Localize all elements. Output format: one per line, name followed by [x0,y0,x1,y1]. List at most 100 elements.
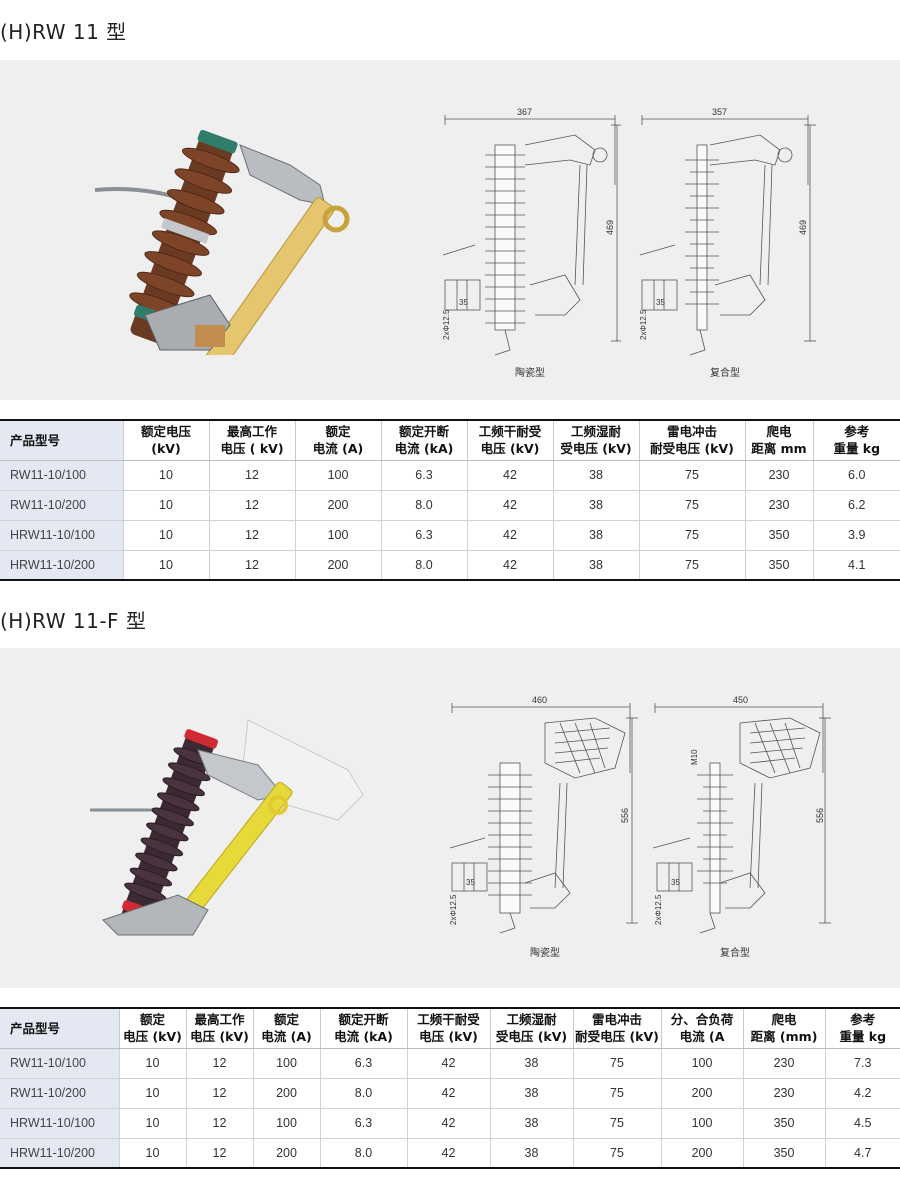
table-cell: 42 [407,1138,491,1168]
table-cell: 350 [743,1108,826,1139]
section2-right-spacing-dim: 35 [671,878,680,887]
table-cell: 42 [407,1108,491,1139]
table-cell: 200 [661,1138,744,1168]
section1-right-hole-dim: 2xΦ12.5 [639,309,648,340]
table-header-cell: 爬电距离 (mm) [743,1008,826,1049]
table-header-cell: 工频湿耐受电压 (kV) [553,420,640,461]
table-cell: 42 [467,520,554,551]
table-header-cell: 最高工作电压 (kV) [186,1008,254,1049]
table-cell: 200 [661,1078,744,1109]
table-cell: 12 [186,1138,254,1168]
table-cell-model: RW11-10/100 [0,460,124,491]
table-cell: 230 [745,460,814,491]
section1-left-spacing-dim: 35 [459,298,468,307]
table-header-cell: 额定电流 (A) [253,1008,321,1049]
table-cell: 6.3 [381,520,468,551]
table-row: HRW11-10/100 10 12 100 6.3 42 38 75 350 … [0,520,900,551]
section2-right-hole-dim: 2xΦ12.5 [654,894,663,925]
table-header-cell: 产品型号 [0,420,124,461]
table-cell: 100 [253,1108,321,1139]
table-cell-model: HRW11-10/200 [0,550,124,580]
table-cell: 10 [123,490,210,521]
table-cell: 3.9 [813,520,900,551]
table-cell: 8.0 [320,1138,408,1168]
table-cell: 8.0 [381,490,468,521]
table-header-cell: 雷电冲击耐受电压 (kV) [639,420,746,461]
section2-left-spacing-dim: 35 [466,878,475,887]
table-cell: 200 [295,490,382,521]
table-cell: 42 [407,1048,491,1079]
table-cell: 4.5 [825,1108,900,1139]
section2-left-height-dim: 556 [620,808,630,823]
section2-spec-table: 产品型号 额定电压 (kV) 最高工作电压 (kV) 额定电流 (A) 额定开断… [0,1007,900,1169]
table-cell: 8.0 [320,1078,408,1109]
table-cell: 75 [639,550,746,580]
table-cell: 100 [661,1108,744,1139]
section1-left-hole-dim: 2xΦ12.5 [442,309,451,340]
table-cell: 38 [490,1048,574,1079]
table-row: RW11-10/200 10 12 200 8.0 42 38 75 200 2… [0,1078,900,1109]
section1-left-caption: 陶瓷型 [515,368,545,379]
section1-spec-table: 产品型号 额定电压(kV) 最高工作电压 ( kV) 额定电流 (A) 额定开断… [0,419,900,581]
table-cell: 42 [467,490,554,521]
section1-left-height-dim: 469 [605,220,615,235]
table-cell: 200 [253,1078,321,1109]
table-cell: 350 [743,1138,826,1168]
table-cell: 6.3 [381,460,468,491]
table-header-cell: 分、合负荷电流 (A [661,1008,744,1049]
section1-figure-panel: 367 469 2xΦ12.5 35 陶瓷型 [0,60,900,400]
table-cell: 6.2 [813,490,900,521]
table-cell: 10 [119,1108,187,1139]
section2-right-caption: 复合型 [720,948,750,959]
section1-drawing-composite: 357 469 2xΦ12.5 35 [639,107,816,356]
table-cell: 42 [467,550,554,580]
table-cell: 10 [119,1048,187,1079]
table-header-cell: 参考重量 kg [813,420,900,461]
table-cell: 100 [295,520,382,551]
table-cell: 10 [123,460,210,491]
table-cell: 6.3 [320,1108,408,1139]
table-cell: 75 [639,490,746,521]
table-cell: 350 [745,520,814,551]
section1-title: (H)RW 11 型 [0,20,127,44]
table-cell-model: HRW11-10/200 [0,1138,120,1168]
table-cell: 42 [467,460,554,491]
table-cell: 38 [553,550,640,580]
table-row: HRW11-10/200 10 12 200 8.0 42 38 75 200 … [0,1138,900,1168]
table-cell: 38 [490,1138,574,1168]
section1-product-photo [94,130,350,355]
table-cell: 230 [743,1048,826,1079]
table-header-cell: 额定电压 (kV) [119,1008,187,1049]
table-cell: 75 [573,1048,662,1079]
section2-left-caption: 陶瓷型 [530,948,560,959]
table-header-cell: 爬电距离 mm [745,420,814,461]
table-cell: 100 [661,1048,744,1079]
table-header-cell: 额定开断电流 (kA) [381,420,468,461]
table-cell: 12 [186,1048,254,1079]
table-cell: 42 [407,1078,491,1109]
table-row: RW11-10/200 10 12 200 8.0 42 38 75 230 6… [0,490,900,521]
table-cell: 230 [743,1078,826,1109]
section2-left-hole-dim: 2xΦ12.5 [449,894,458,925]
section2-figure-panel: 460 556 2xΦ12.5 35 陶瓷型 [0,648,900,988]
table-cell: 6.0 [813,460,900,491]
table-cell: 38 [553,490,640,521]
table-cell: 230 [745,490,814,521]
table-cell: 10 [119,1138,187,1168]
table-cell: 6.3 [320,1048,408,1079]
section2-title: (H)RW 11-F 型 [0,609,147,633]
section1-right-height-dim: 469 [798,220,808,235]
table-cell: 10 [123,520,210,551]
section1-left-width-dim: 367 [517,107,532,117]
table-cell-model: HRW11-10/100 [0,1108,120,1139]
table-cell: 75 [573,1108,662,1139]
table-cell: 12 [209,520,296,551]
table-cell: 75 [573,1078,662,1109]
table-cell: 12 [186,1108,254,1139]
section2-right-bolt-dim: M10 [690,749,699,765]
table-cell: 12 [209,460,296,491]
section2-drawing-porcelain: 460 556 2xΦ12.5 35 [449,695,638,934]
table-header-cell: 产品型号 [0,1008,120,1049]
table-cell: 38 [553,460,640,491]
section1-drawing-porcelain: 367 469 2xΦ12.5 35 [442,107,621,356]
